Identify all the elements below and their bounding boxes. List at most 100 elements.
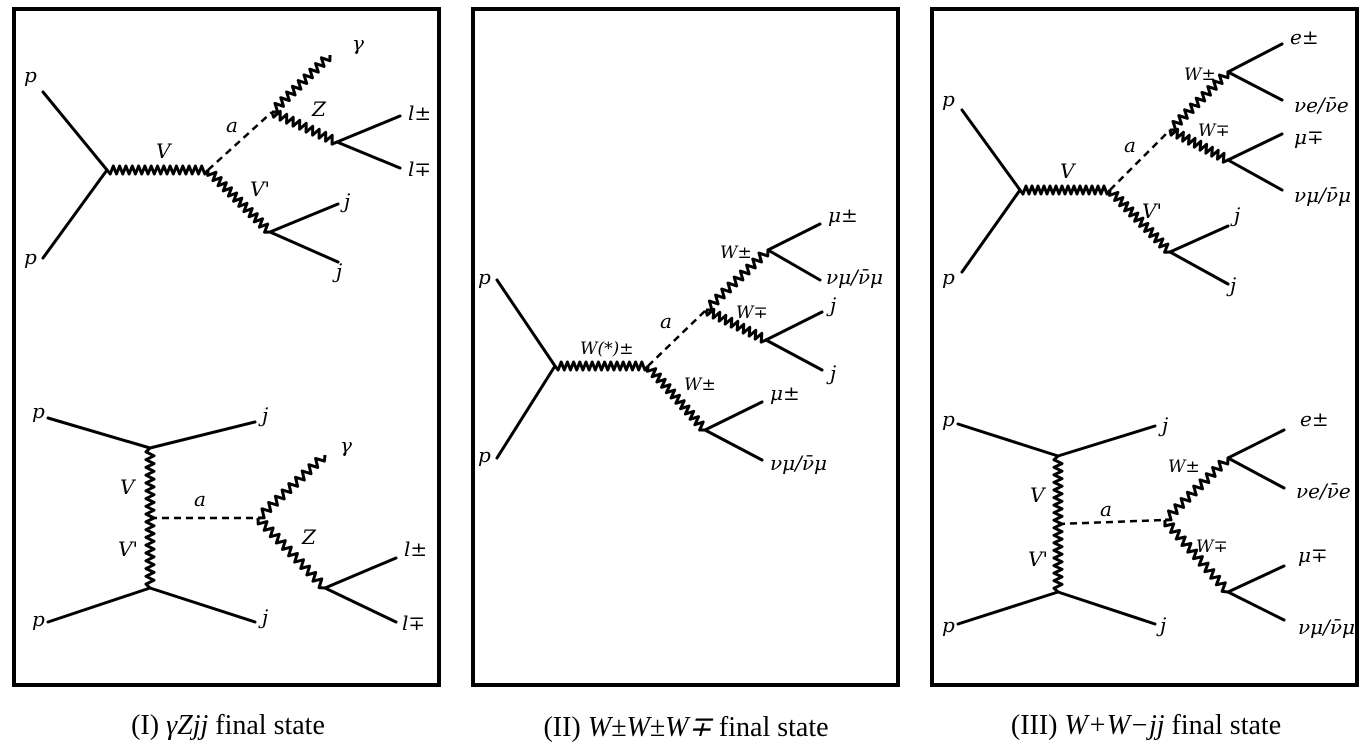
lepton-minus-line bbox=[335, 140, 402, 170]
lepton-minus-line bbox=[323, 586, 398, 624]
label-w-minus: W∓ bbox=[1198, 121, 1230, 141]
label-neutrino-1: νμ/ν̄μ bbox=[826, 265, 883, 289]
label-v: V bbox=[120, 475, 137, 499]
label-p: p bbox=[32, 607, 45, 631]
label-w-minus: W∓ bbox=[736, 303, 768, 323]
panel-1-bottom-diagram: p p j j V V' a γ Z l± l∓ bbox=[32, 399, 427, 635]
label-a: a bbox=[226, 113, 238, 137]
label-p: p bbox=[478, 265, 491, 289]
label-j: j bbox=[826, 361, 836, 385]
label-electron-neutrino: νe/ν̄e bbox=[1296, 479, 1351, 503]
label-j: j bbox=[826, 293, 836, 317]
p1-in-line bbox=[495, 278, 557, 368]
jet-2-line bbox=[764, 338, 824, 372]
z-boson-line bbox=[270, 109, 338, 146]
label-z: Z bbox=[301, 525, 317, 549]
label-l-plus: l± bbox=[408, 101, 431, 125]
label-muon-neutrino: νμ/ν̄μ bbox=[1298, 615, 1355, 639]
label-p: p bbox=[942, 265, 955, 289]
label-gamma: γ bbox=[340, 433, 352, 457]
label-muon: μ∓ bbox=[1298, 543, 1328, 567]
jet-2-line bbox=[1056, 590, 1157, 626]
gamma-line bbox=[272, 54, 332, 114]
jet-1-line bbox=[1056, 424, 1157, 458]
neutrino-2-line bbox=[703, 428, 764, 462]
muon-neutrino-line bbox=[1226, 158, 1284, 192]
label-vprime: V' bbox=[1028, 547, 1048, 571]
label-j: j bbox=[258, 403, 268, 427]
w-plus-2-boson-line bbox=[645, 365, 705, 432]
w-minus-boson-line bbox=[1168, 127, 1229, 164]
caption-prefix: (II) bbox=[543, 712, 587, 743]
a-dashed-line bbox=[1109, 129, 1171, 191]
label-z: Z bbox=[311, 97, 327, 121]
jet-2-line bbox=[268, 230, 340, 264]
caption-math: W±W±W∓ bbox=[588, 712, 714, 743]
label-gamma: γ bbox=[352, 31, 364, 55]
jet-2-line bbox=[1168, 250, 1230, 286]
label-vprime: V' bbox=[1142, 199, 1162, 223]
p2-in-line bbox=[956, 590, 1060, 626]
w-plus-boson-line bbox=[1164, 457, 1230, 522]
muon-line bbox=[1226, 564, 1286, 594]
label-p: p bbox=[942, 407, 955, 431]
v-boson-line bbox=[105, 164, 210, 176]
label-j: j bbox=[258, 605, 268, 629]
label-j: j bbox=[1156, 613, 1166, 637]
label-j: j bbox=[1226, 273, 1236, 297]
label-neutrino-2: νμ/ν̄μ bbox=[770, 451, 827, 475]
muon-neutrino-line bbox=[1226, 590, 1286, 622]
p1-in-line bbox=[41, 90, 109, 172]
label-electron-neutrino: νe/ν̄e bbox=[1294, 93, 1349, 117]
panel-3-bottom-diagram: p p j j V V' a W± W∓ e± νe/ν̄e μ∓ νμ/ν̄μ bbox=[942, 407, 1355, 639]
p2-in-line bbox=[960, 188, 1022, 274]
label-w-minus: W∓ bbox=[1196, 537, 1228, 557]
p1-in-line bbox=[956, 422, 1060, 458]
caption-suffix: final state bbox=[712, 712, 829, 743]
caption-prefix: (III) bbox=[1011, 710, 1065, 741]
caption-suffix: final state bbox=[208, 710, 325, 741]
label-a: a bbox=[660, 309, 672, 333]
p2-in-line bbox=[495, 364, 557, 460]
muon-2-line bbox=[703, 400, 764, 432]
label-j: j bbox=[340, 189, 350, 213]
label-vprime: V' bbox=[118, 537, 138, 561]
label-muon-1: μ± bbox=[828, 203, 858, 227]
p1-in-line bbox=[46, 416, 152, 450]
muon-1-line bbox=[766, 222, 822, 252]
label-electron: e± bbox=[1300, 407, 1329, 431]
label-l-minus: l∓ bbox=[408, 157, 431, 181]
label-w-plus-2: W± bbox=[684, 375, 716, 395]
label-v: V bbox=[1030, 483, 1047, 507]
label-p: p bbox=[942, 87, 955, 111]
label-v: V bbox=[1060, 159, 1077, 183]
caption-panel-1: (I) γZjj final state bbox=[131, 710, 325, 741]
p2-in-line bbox=[46, 586, 152, 624]
panel-2-diagram: p p W(*)± a W± W∓ W± μ± νμ/ν̄μ j j μ± νμ… bbox=[478, 203, 883, 475]
caption-panel-2: (II) W±W±W∓ final state bbox=[543, 712, 828, 743]
panel-3-top-diagram: p p V a V' W± W∓ e± νe/ν̄e μ∓ νμ/ν̄μ j j bbox=[942, 25, 1351, 297]
v-boson-line bbox=[1018, 184, 1112, 196]
caption-prefix: (I) bbox=[131, 710, 166, 741]
jet-1-line bbox=[764, 310, 824, 342]
label-p: p bbox=[478, 443, 491, 467]
panel-1-top-diagram: p p V a γ Z l± l∓ V' j j bbox=[24, 31, 431, 283]
electron-line bbox=[1226, 428, 1286, 460]
p2-in-line bbox=[41, 168, 109, 260]
p1-in-line bbox=[960, 108, 1022, 192]
caption-panel-3: (III) W+W−jj final state bbox=[1011, 710, 1281, 741]
w-star-boson-line bbox=[553, 360, 650, 372]
jet-2-line bbox=[148, 586, 257, 624]
caption-suffix: final state bbox=[1165, 710, 1282, 741]
lepton-plus-line bbox=[335, 114, 402, 144]
label-j: j bbox=[332, 259, 342, 283]
z-boson-line bbox=[256, 517, 326, 590]
label-l-plus: l± bbox=[404, 537, 427, 561]
vprime-boson-line bbox=[206, 169, 271, 234]
a-dashed-line bbox=[207, 111, 273, 171]
label-w-star: W(*)± bbox=[580, 339, 633, 359]
label-v: V bbox=[156, 139, 173, 163]
a-dashed-line bbox=[1057, 518, 1166, 526]
w-plus-boson-line bbox=[705, 249, 770, 312]
